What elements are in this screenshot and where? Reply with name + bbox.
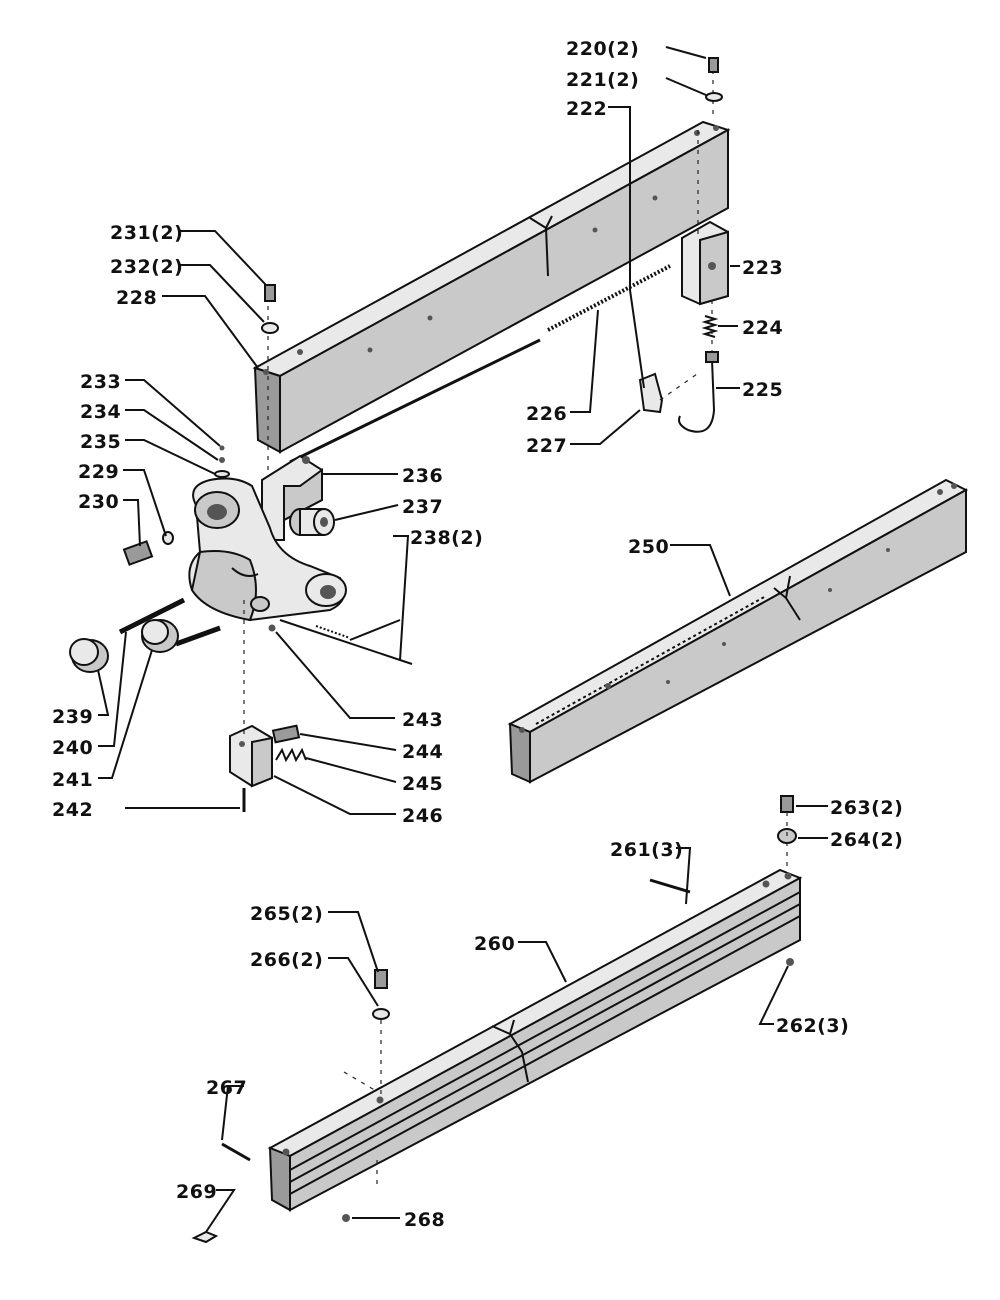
label-250: 250 [628, 536, 669, 558]
label-266: 266(2) [250, 949, 323, 971]
guide-rail-260 [191, 795, 803, 1244]
label-232: 232(2) [110, 256, 183, 278]
label-268: 268 [404, 1209, 445, 1231]
label-230: 230 [78, 491, 119, 513]
fence-rail-assembly [252, 57, 731, 490]
label-222: 222 [566, 98, 607, 120]
label-261: 261(3) [610, 839, 683, 861]
label-260: 260 [474, 933, 515, 955]
label-235: 235 [80, 431, 121, 453]
label-243: 243 [402, 709, 443, 731]
lock-head-assembly [69, 445, 413, 812]
label-229: 229 [78, 461, 119, 483]
label-231: 231(2) [110, 222, 183, 244]
label-223: 223 [742, 257, 783, 279]
label-269: 269 [176, 1181, 217, 1203]
label-242: 242 [52, 799, 93, 821]
label-264: 264(2) [830, 829, 903, 851]
label-267: 267 [206, 1077, 247, 1099]
label-224: 224 [742, 317, 783, 339]
label-227: 227 [526, 435, 567, 457]
label-236: 236 [402, 465, 443, 487]
label-240: 240 [52, 737, 93, 759]
label-228: 228 [116, 287, 157, 309]
label-221: 221(2) [566, 69, 639, 91]
label-225: 225 [742, 379, 783, 401]
label-245: 245 [402, 773, 443, 795]
label-238: 238(2) [410, 527, 483, 549]
label-262: 262(3) [776, 1015, 849, 1037]
label-244: 244 [402, 741, 443, 763]
part-labels: 220(2) 221(2) 222 223 224 225 226 227 22… [52, 38, 903, 1231]
label-234: 234 [80, 401, 121, 423]
label-220: 220(2) [566, 38, 639, 60]
fence-250 [507, 478, 969, 784]
label-226: 226 [526, 403, 567, 425]
label-241: 241 [52, 769, 93, 791]
label-237: 237 [402, 496, 443, 518]
label-246: 246 [402, 805, 443, 827]
label-233: 233 [80, 371, 121, 393]
leader-lines [97, 46, 828, 1233]
label-263: 263(2) [830, 797, 903, 819]
label-239: 239 [52, 706, 93, 728]
label-265: 265(2) [250, 903, 323, 925]
